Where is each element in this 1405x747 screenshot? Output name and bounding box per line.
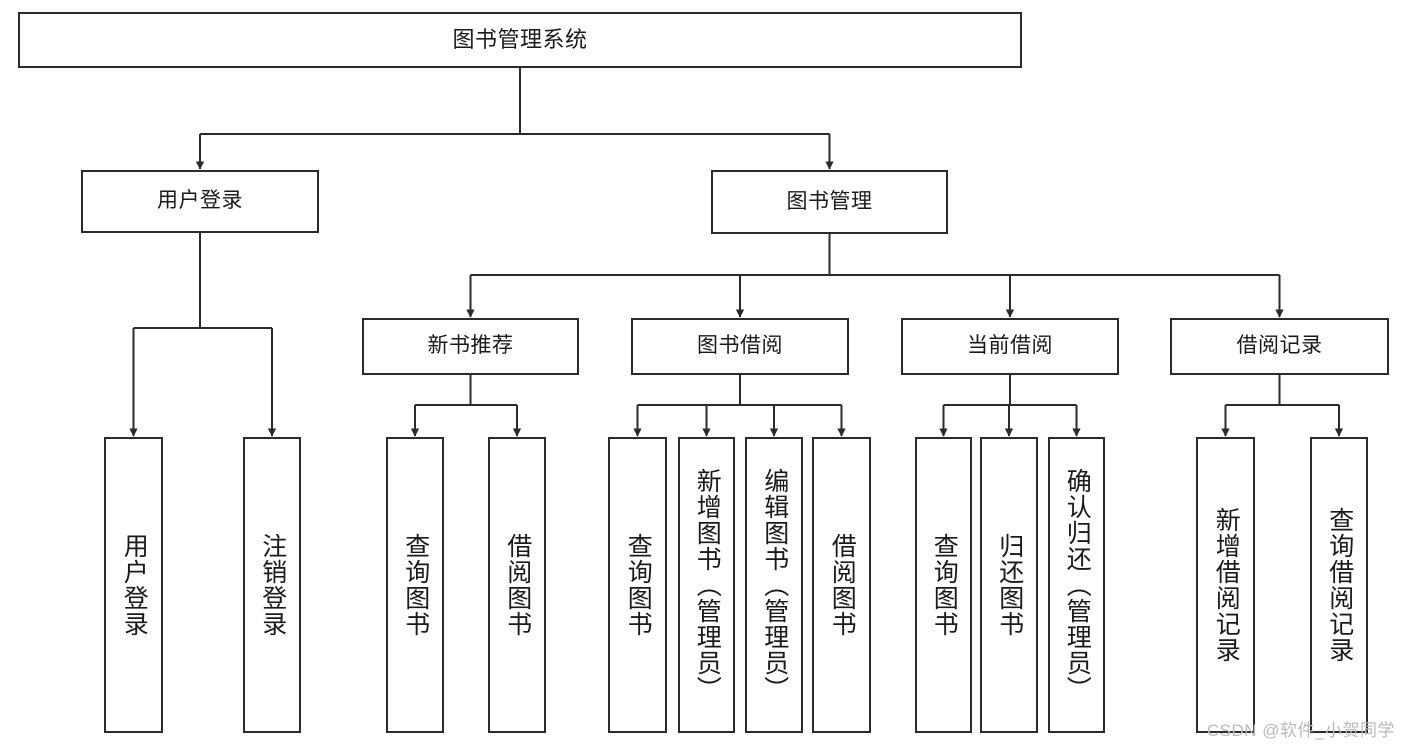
leaf-query-book-3-label: 查询图书 (930, 533, 959, 637)
leaf-return-book-label: 归还图书 (995, 533, 1024, 637)
node-current-borrow-label: 当前借阅 (967, 334, 1053, 358)
leaf-query-book-1-label: 查询图书 (401, 533, 430, 637)
leaf-add-book[interactable]: 新增图书（管理员） (678, 437, 735, 733)
leaf-return-book[interactable]: 归还图书 (980, 437, 1038, 733)
node-user-login[interactable]: 用户登录 (81, 170, 319, 233)
node-root[interactable]: 图书管理系统 (18, 12, 1022, 68)
leaf-user-login-label: 用户登录 (120, 533, 149, 637)
leaf-borrow-book-1-label: 借阅图书 (503, 533, 532, 637)
leaf-logout[interactable]: 注销登录 (243, 437, 301, 733)
leaf-add-book-label: 新增图书（管理员） (693, 468, 722, 702)
node-borrow-record[interactable]: 借阅记录 (1170, 318, 1389, 375)
leaf-query-book-2[interactable]: 查询图书 (608, 437, 667, 733)
node-book-manage[interactable]: 图书管理 (711, 170, 948, 234)
leaf-logout-label: 注销登录 (258, 533, 287, 637)
leaf-confirm-return-label: 确认归还（管理员） (1063, 468, 1092, 702)
leaf-borrow-book-2[interactable]: 借阅图书 (812, 437, 871, 733)
node-current-borrow[interactable]: 当前借阅 (901, 318, 1119, 375)
leaf-edit-book[interactable]: 编辑图书（管理员） (745, 437, 803, 733)
leaf-query-borrow-record-label: 查询借阅记录 (1325, 507, 1354, 663)
node-new-book-recommend-label: 新书推荐 (427, 334, 514, 358)
node-book-manage-label: 图书管理 (786, 189, 873, 213)
leaf-query-borrow-record[interactable]: 查询借阅记录 (1310, 437, 1368, 733)
leaf-query-book-1[interactable]: 查询图书 (386, 437, 444, 733)
leaf-edit-book-label: 编辑图书（管理员） (760, 468, 789, 702)
node-borrow-record-label: 借阅记录 (1236, 334, 1323, 358)
leaf-query-book-2-label: 查询图书 (624, 533, 653, 637)
node-root-label: 图书管理系统 (452, 27, 588, 53)
connector-lines (129, 68, 1344, 437)
leaf-user-login[interactable]: 用户登录 (104, 437, 163, 733)
leaf-confirm-return[interactable]: 确认归还（管理员） (1048, 437, 1105, 733)
leaf-query-book-3[interactable]: 查询图书 (915, 437, 972, 733)
leaf-borrow-book-1[interactable]: 借阅图书 (488, 437, 546, 733)
leaf-add-borrow-record[interactable]: 新增借阅记录 (1196, 437, 1255, 733)
node-book-borrow-label: 图书借阅 (697, 334, 783, 358)
node-user-login-label: 用户登录 (157, 189, 243, 213)
node-book-borrow[interactable]: 图书借阅 (631, 318, 849, 375)
leaf-add-borrow-record-label: 新增借阅记录 (1212, 507, 1241, 663)
node-new-book-recommend[interactable]: 新书推荐 (362, 318, 579, 375)
leaf-borrow-book-2-label: 借阅图书 (828, 533, 857, 637)
